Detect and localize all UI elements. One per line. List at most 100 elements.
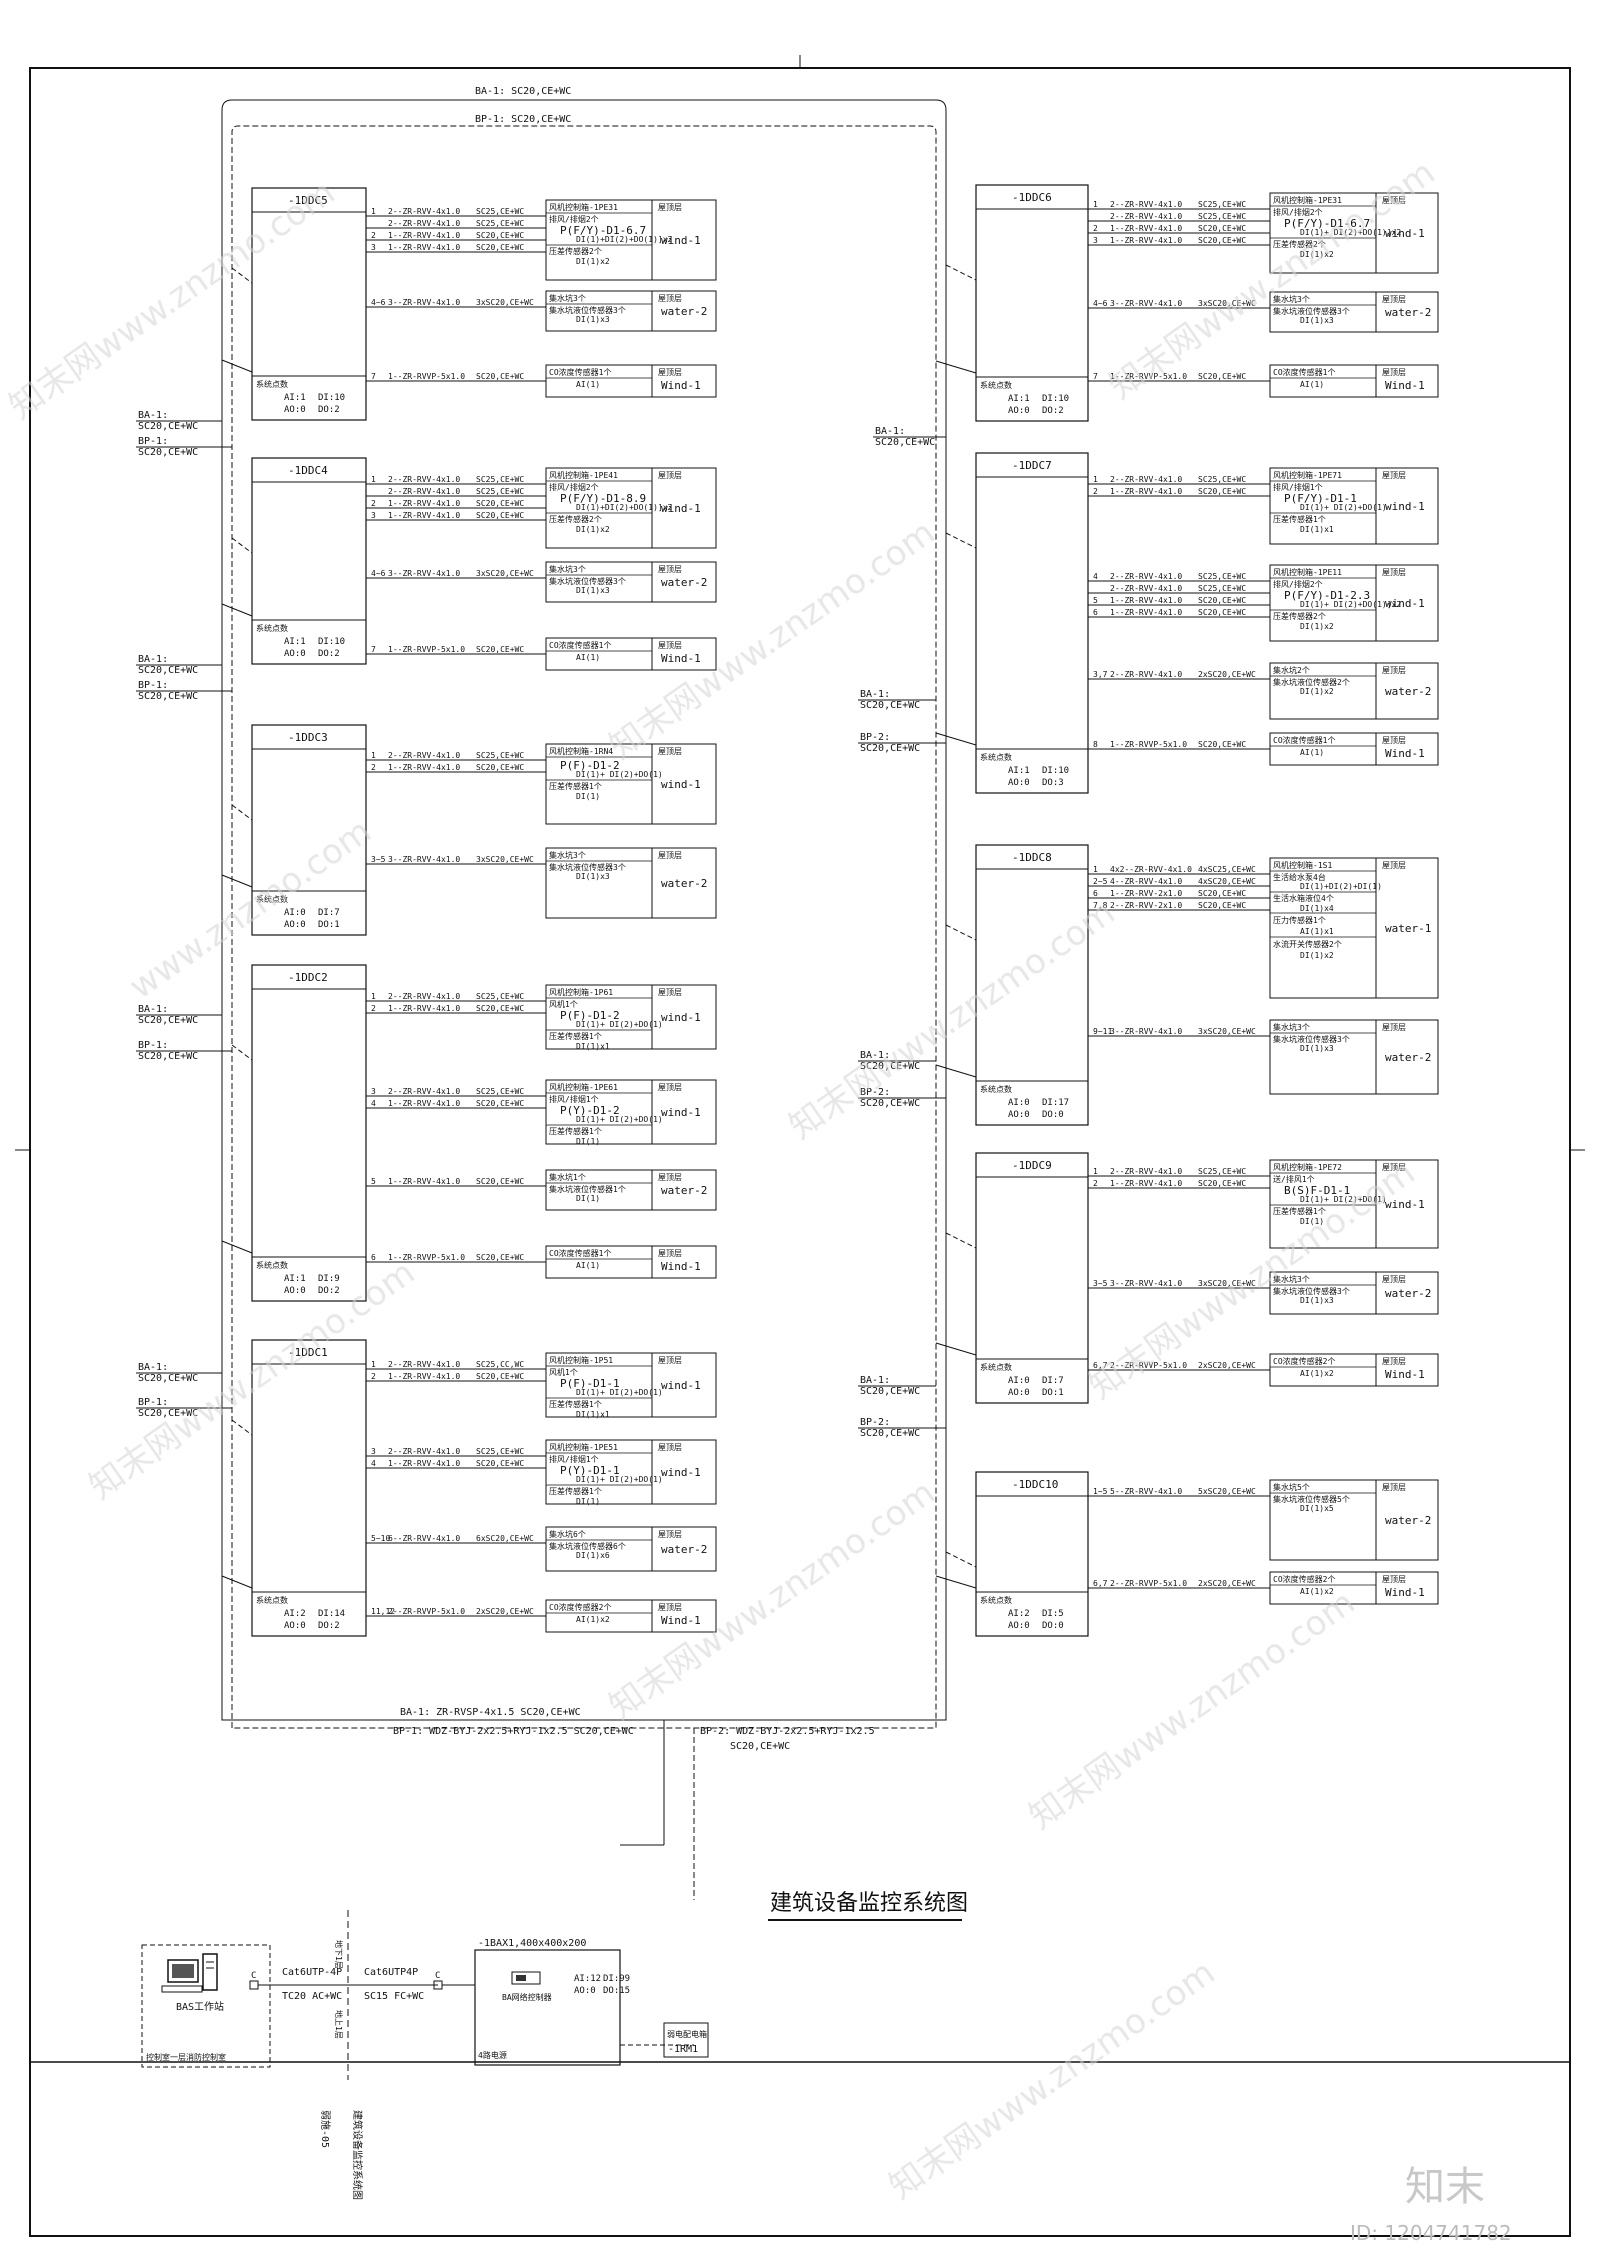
- trunk-spec: SC20,CE+WC: [860, 1386, 920, 1397]
- cable-spec: 1--ZR-RVV-4x1.0: [388, 231, 460, 240]
- ddc-bp-tie: [231, 537, 253, 554]
- device-head: 集水坑2个: [1273, 665, 1310, 675]
- device-points: DI(1)+ DI(2)+DO(1): [576, 1115, 663, 1124]
- device-location: 屋顶层: [1382, 1357, 1406, 1366]
- device-frame: [1269, 662, 1439, 720]
- id-watermark: ID: 1204741782: [1350, 2221, 1512, 2245]
- right-bp2-label: BP-2:SC20,CE+WC: [858, 732, 946, 754]
- device-points: DI(1)+DI(2)+DO(1)]x2: [576, 235, 673, 244]
- ddc-di: DI:10: [318, 393, 345, 403]
- cable-spec: 2--ZR-RVV-4x1.0: [1110, 200, 1182, 209]
- device-model: P(F)-D1-2: [560, 1009, 620, 1022]
- trunk-label: BP-2:: [860, 1087, 890, 1098]
- device-head: 风机控制箱-1P61: [549, 987, 613, 997]
- cable-spec: 1--ZR-RVV-4x1.0: [388, 1372, 460, 1381]
- ddc-ba-tie: [935, 1342, 977, 1356]
- trunk-spec: SC20,CE+WC: [860, 743, 920, 754]
- device-location: 屋顶层: [658, 368, 682, 377]
- device-location: 屋顶层: [1382, 1275, 1406, 1284]
- device-name: wind-1: [661, 502, 701, 515]
- ddc-box: [251, 457, 367, 665]
- left-ba1-label: BA-1:SC20,CE+WC: [136, 410, 222, 432]
- device-line: 压差传感器1个: [549, 1486, 602, 1496]
- cable-conduit: 2xSC20,CE+WC: [1198, 670, 1256, 679]
- ddc-ba-tie: [221, 1240, 253, 1254]
- ddc-bp-tie: [231, 267, 253, 284]
- cable-conduit: 6xSC20,CE+WC: [476, 1534, 534, 1543]
- cable-number: 5: [1093, 596, 1098, 605]
- device-model: P(F/Y)-D1-6.7: [560, 224, 646, 237]
- ddc-bp-tie: [231, 1419, 253, 1436]
- device-location: 屋顶层: [1382, 471, 1406, 480]
- device-location: 屋顶层: [658, 294, 682, 303]
- device-location: 屋顶层: [658, 1443, 682, 1452]
- cable-spec: 2--ZR-RVVP-5x1.0: [388, 1607, 465, 1616]
- device-points: DI(1)+ DI(2)+DO(1): [576, 1475, 663, 1484]
- cable-spec: 2--ZR-RVV-4x1.0: [388, 1447, 460, 1456]
- ddc-bp-tie: [945, 1232, 977, 1249]
- cable-conduit: SC20,CE+WC: [1198, 224, 1246, 233]
- device-points: AI(1)x2: [1300, 1587, 1334, 1596]
- device-head: 集水坑3个: [549, 293, 586, 303]
- trunk-spec: SC20,CE+WC: [860, 1428, 920, 1439]
- ddc-ao: AO:0: [284, 649, 306, 659]
- device-name: wind-1: [661, 778, 701, 791]
- ddc-box: [251, 1339, 367, 1637]
- bp1-trunk: [231, 125, 937, 1729]
- device-line: 压差传感器1个: [549, 1399, 602, 1409]
- rm-head: 弱电配电箱: [667, 2029, 707, 2039]
- cable-number: 6: [1093, 889, 1098, 898]
- cable-conduit: SC25,CE+WC: [476, 207, 524, 216]
- device-frame: [545, 1352, 717, 1418]
- device-frame: [545, 1439, 717, 1505]
- right-ba1-label: BA-1:SC20,CE+WC: [858, 1050, 936, 1072]
- device-points: DI(1)+ DI(2)+DO(1): [576, 770, 663, 779]
- rm-box: [663, 2022, 709, 2058]
- ddc-di: DI:10: [318, 637, 345, 647]
- cable-2-b: SC15 FC+WC: [364, 1991, 424, 2002]
- device-location: 屋顶层: [658, 1356, 682, 1365]
- device-location: 屋顶层: [1382, 1023, 1406, 1032]
- ddc-ba-tie: [935, 360, 977, 374]
- device-line: 生活水箱液位4个: [1273, 893, 1334, 903]
- trunk-spec: SC20,CE+WC: [138, 1015, 198, 1026]
- cable-conduit: SC20,CE+WC: [476, 1004, 524, 1013]
- ddc-box: [251, 187, 367, 421]
- device-head: 集水坑1个: [549, 1172, 586, 1182]
- cable-conduit: SC25,CE+WC: [476, 1087, 524, 1096]
- device-frame: [1269, 732, 1439, 766]
- cable-conduit: SC25,CE+WC: [476, 751, 524, 760]
- cable-spec: 2--ZR-RVV-4x1.0: [1110, 670, 1182, 679]
- device-head: 风机控制箱-1PE71: [1273, 470, 1342, 480]
- cable-conduit: 3xSC20,CE+WC: [476, 298, 534, 307]
- cable-spec: 1--ZR-RVVP-5x1.0: [1110, 740, 1187, 749]
- device-line: 压差传感器2个: [549, 246, 602, 256]
- cable-spec: 1--ZR-RVVP-5x1.0: [388, 1253, 465, 1262]
- device-line: 集水坑液位传感器3个: [549, 305, 626, 315]
- right-ba1-label: BA-1:SC20,CE+WC: [858, 1375, 936, 1397]
- ddc-di: DI:17: [1042, 1098, 1069, 1108]
- cable-conduit: SC20,CE+WC: [1198, 487, 1246, 496]
- cable-conduit: SC20,CE+WC: [1198, 889, 1246, 898]
- device-name: water-2: [1385, 1287, 1431, 1300]
- trunk-label: BA-1:: [860, 689, 890, 700]
- device-location: 屋顶层: [1382, 1575, 1406, 1584]
- device-points: DI(1)+ DI(2)+DO(1)]x2: [1300, 228, 1401, 237]
- cable-number: 4~6: [1093, 299, 1108, 308]
- device-frame: [545, 1169, 717, 1211]
- cable-number: 1: [1093, 475, 1098, 484]
- cable-number: 7: [371, 645, 376, 654]
- cable-conduit: 3xSC20,CE+WC: [1198, 299, 1256, 308]
- device-location: 屋顶层: [1382, 295, 1406, 304]
- ddc-points-label: 系统点数: [980, 380, 1012, 390]
